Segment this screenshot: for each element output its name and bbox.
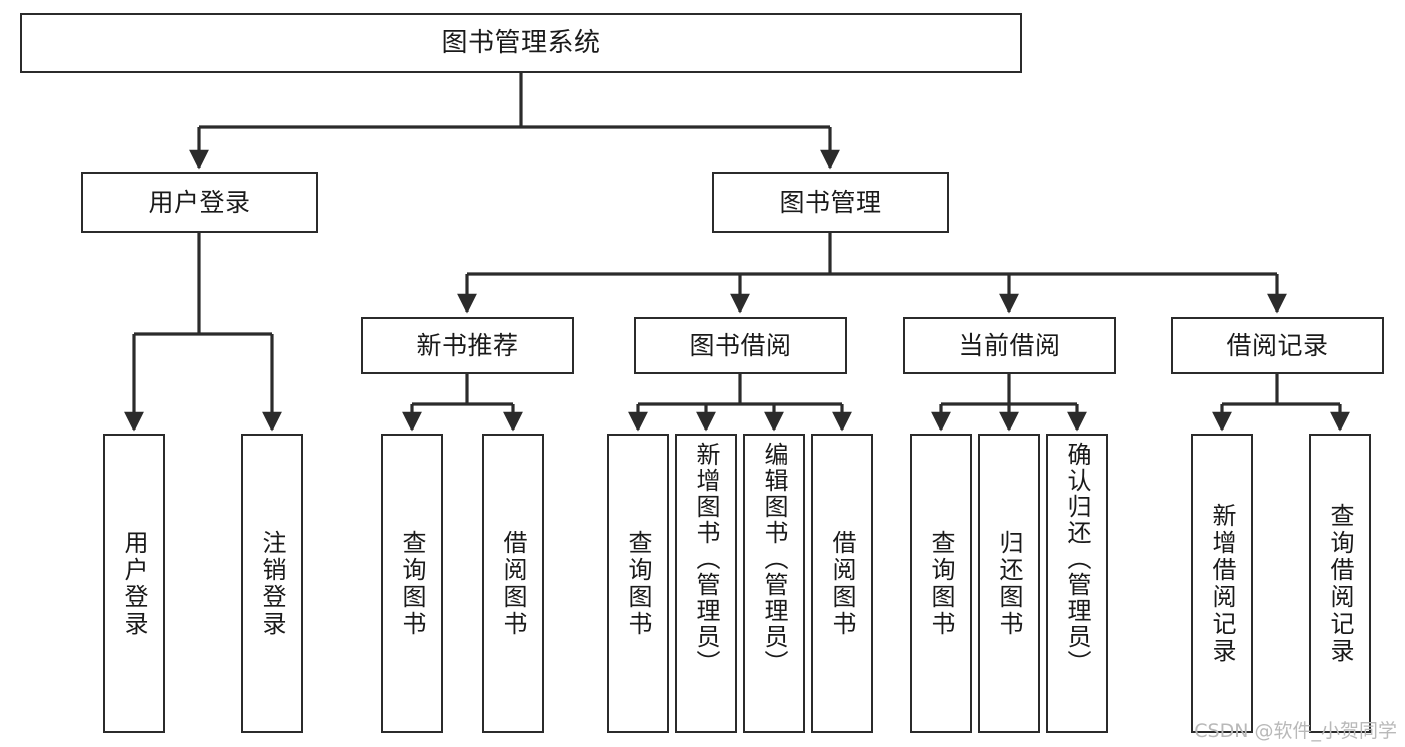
node-label: 用户登录 — [148, 188, 251, 217]
node-current-borrow[interactable]: 当前借阅 — [903, 317, 1116, 374]
leaf-new-book-borrow[interactable]: 借阅图书 — [482, 434, 544, 733]
node-book-management[interactable]: 图书管理 — [712, 172, 949, 233]
node-label: 新书推荐 — [416, 331, 519, 360]
node-book-borrow[interactable]: 图书借阅 — [634, 317, 847, 374]
node-label: 图书借阅 — [689, 331, 792, 360]
node-borrow-record[interactable]: 借阅记录 — [1171, 317, 1384, 374]
node-label: 新增图书（管理员） — [692, 442, 720, 676]
node-label: 编辑图书（管理员） — [760, 442, 788, 676]
node-new-book-recommend[interactable]: 新书推荐 — [361, 317, 574, 374]
leaf-current-borrow-query[interactable]: 查询图书 — [910, 434, 972, 733]
leaf-borrow-record-add[interactable]: 新增借阅记录 — [1191, 434, 1253, 733]
node-label: 借阅图书 — [828, 529, 856, 638]
node-label: 注销登录 — [258, 529, 286, 638]
leaf-borrow-record-query[interactable]: 查询借阅记录 — [1309, 434, 1371, 733]
leaf-new-book-query[interactable]: 查询图书 — [381, 434, 443, 733]
node-label: 确认归还（管理员） — [1063, 442, 1091, 676]
csdn-watermark: CSDN @软件_小贺同学 — [1194, 720, 1397, 742]
node-label: 查询图书 — [398, 529, 426, 638]
node-label: 查询图书 — [927, 529, 955, 638]
leaf-book-borrow-edit[interactable]: 编辑图书（管理员） — [743, 434, 805, 733]
node-label: 当前借阅 — [958, 331, 1061, 360]
node-label: 查询图书 — [624, 529, 652, 638]
leaf-book-borrow-query[interactable]: 查询图书 — [607, 434, 669, 733]
node-label: 借阅图书 — [499, 529, 527, 638]
node-user-login[interactable]: 用户登录 — [81, 172, 318, 233]
leaf-current-borrow-return[interactable]: 归还图书 — [978, 434, 1040, 733]
leaf-user-login-signin[interactable]: 用户登录 — [103, 434, 165, 733]
leaf-current-borrow-confirm-return[interactable]: 确认归还（管理员） — [1046, 434, 1108, 733]
leaf-user-login-signout[interactable]: 注销登录 — [241, 434, 303, 733]
leaf-book-borrow-borrow[interactable]: 借阅图书 — [811, 434, 873, 733]
node-label: 用户登录 — [120, 529, 148, 638]
node-label: 归还图书 — [995, 529, 1023, 638]
node-label: 图书管理 — [779, 188, 882, 217]
leaf-book-borrow-add[interactable]: 新增图书（管理员） — [675, 434, 737, 733]
node-label: 图书管理系统 — [441, 27, 601, 58]
node-label: 查询借阅记录 — [1326, 502, 1354, 665]
node-label: 借阅记录 — [1226, 331, 1329, 360]
node-root-system[interactable]: 图书管理系统 — [20, 13, 1022, 73]
node-label: 新增借阅记录 — [1208, 502, 1236, 665]
